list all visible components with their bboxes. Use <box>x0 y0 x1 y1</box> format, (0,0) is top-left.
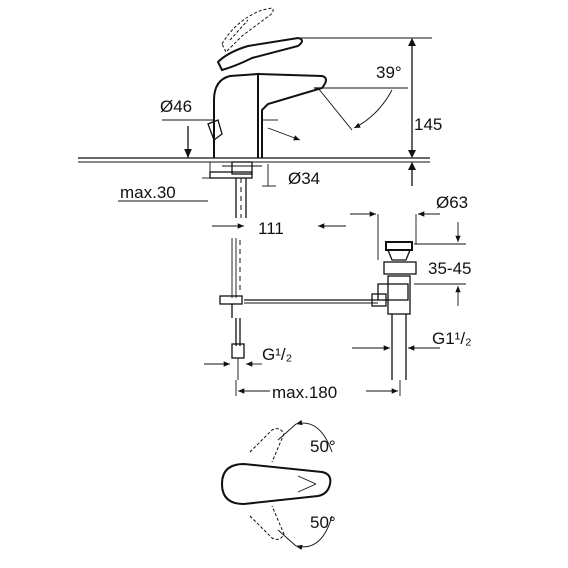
dim-height: 145 <box>300 37 442 186</box>
label-rotation-bottom: 50° <box>310 513 336 532</box>
dim-reach: 111 <box>212 219 346 238</box>
counter-top-line <box>78 157 430 163</box>
label-waste-diameter: Ø63 <box>436 193 468 212</box>
label-reach: 111 <box>258 219 284 238</box>
dim-waste-thread: G1¹/₂ <box>352 329 472 351</box>
label-hole-diameter: Ø34 <box>288 169 320 188</box>
supply-hoses <box>219 238 245 380</box>
label-height: 145 <box>414 115 442 134</box>
label-max-length: max.180 <box>272 383 337 402</box>
label-rotation-top: 50° <box>310 437 336 456</box>
dim-spout-angle: 39° <box>267 63 408 141</box>
dim-max-length: max.180 <box>235 380 401 402</box>
faucet-side-view <box>207 7 327 158</box>
waste-assembly <box>371 214 417 380</box>
popup-rod <box>244 299 378 304</box>
label-body-diameter: Ø46 <box>160 97 192 116</box>
dim-waste-range: 35-45 <box>414 222 471 306</box>
dim-hole-diameter: Ø34 <box>262 164 320 188</box>
mounting-shank <box>209 161 262 218</box>
label-max-thickness: max.30 <box>120 183 176 202</box>
faucet-top-view: 50° 50° <box>220 419 336 551</box>
label-waste-range: 35-45 <box>428 259 471 278</box>
label-supply-thread: G¹/₂ <box>262 345 292 364</box>
dim-waste-diameter: Ø63 <box>350 193 468 217</box>
dim-supply-thread: G¹/₂ <box>204 345 292 367</box>
dim-body-diameter: Ø46 <box>160 97 278 158</box>
dim-max-thickness: max.30 <box>118 162 218 202</box>
label-spout-angle: 39° <box>376 63 402 82</box>
label-waste-thread: G1¹/₂ <box>432 329 472 348</box>
